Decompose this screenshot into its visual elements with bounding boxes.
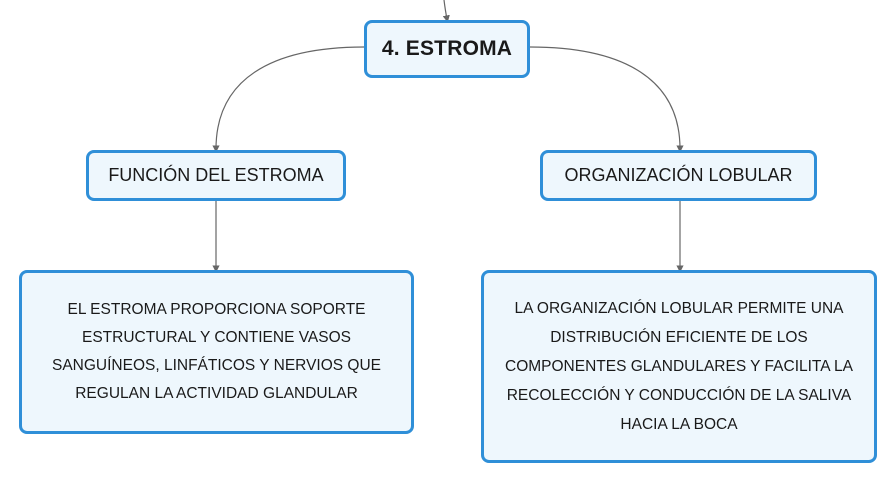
detail-line: RECOLECCIÓN Y CONDUCCIÓN DE LA SALIVA: [506, 387, 852, 404]
detail-line: EL ESTROMA PROPORCIONA SOPORTE: [67, 301, 366, 318]
detail-line: HACIA LA BOCA: [620, 416, 738, 433]
connector-root-to-right-topic: [529, 46, 684, 153]
detail-text: LA ORGANIZACIÓN LOBULAR PERMITE UNA DIST…: [505, 294, 853, 439]
root-node[interactable]: 4. ESTROMA: [364, 20, 530, 78]
detail-line: LA ORGANIZACIÓN LOBULAR PERMITE UNA: [514, 300, 844, 317]
detail-line: DISTRIBUCIÓN EFICIENTE DE LOS: [550, 329, 808, 346]
detail-text: EL ESTROMA PROPORCIONA SOPORTE ESTRUCTUR…: [52, 296, 381, 408]
topic-node-label: ORGANIZACIÓN LOBULAR: [564, 165, 793, 185]
incoming-connector: [442, 0, 450, 23]
topic-node-label: FUNCIÓN DEL ESTROMA: [108, 165, 324, 185]
detail-line: REGULAN LA ACTIVIDAD GLANDULAR: [75, 385, 358, 402]
detail-line: ESTRUCTURAL Y CONTIENE VASOS: [81, 329, 351, 346]
connector-root-to-left-topic: [212, 46, 365, 153]
topic-node-organizacion-lobular[interactable]: ORGANIZACIÓN LOBULAR: [540, 150, 817, 201]
detail-node-funcion-del-estroma[interactable]: EL ESTROMA PROPORCIONA SOPORTE ESTRUCTUR…: [19, 270, 414, 434]
root-node-label: 4. ESTROMA: [381, 37, 513, 60]
detail-line: SANGUÍNEOS, LINFÁTICOS Y NERVIOS QUE: [51, 357, 382, 374]
detail-line: COMPONENTES GLANDULARES Y FACILITA LA: [505, 358, 853, 375]
topic-node-funcion-del-estroma[interactable]: FUNCIÓN DEL ESTROMA: [86, 150, 346, 201]
detail-node-organizacion-lobular[interactable]: LA ORGANIZACIÓN LOBULAR PERMITE UNA DIST…: [481, 270, 877, 463]
